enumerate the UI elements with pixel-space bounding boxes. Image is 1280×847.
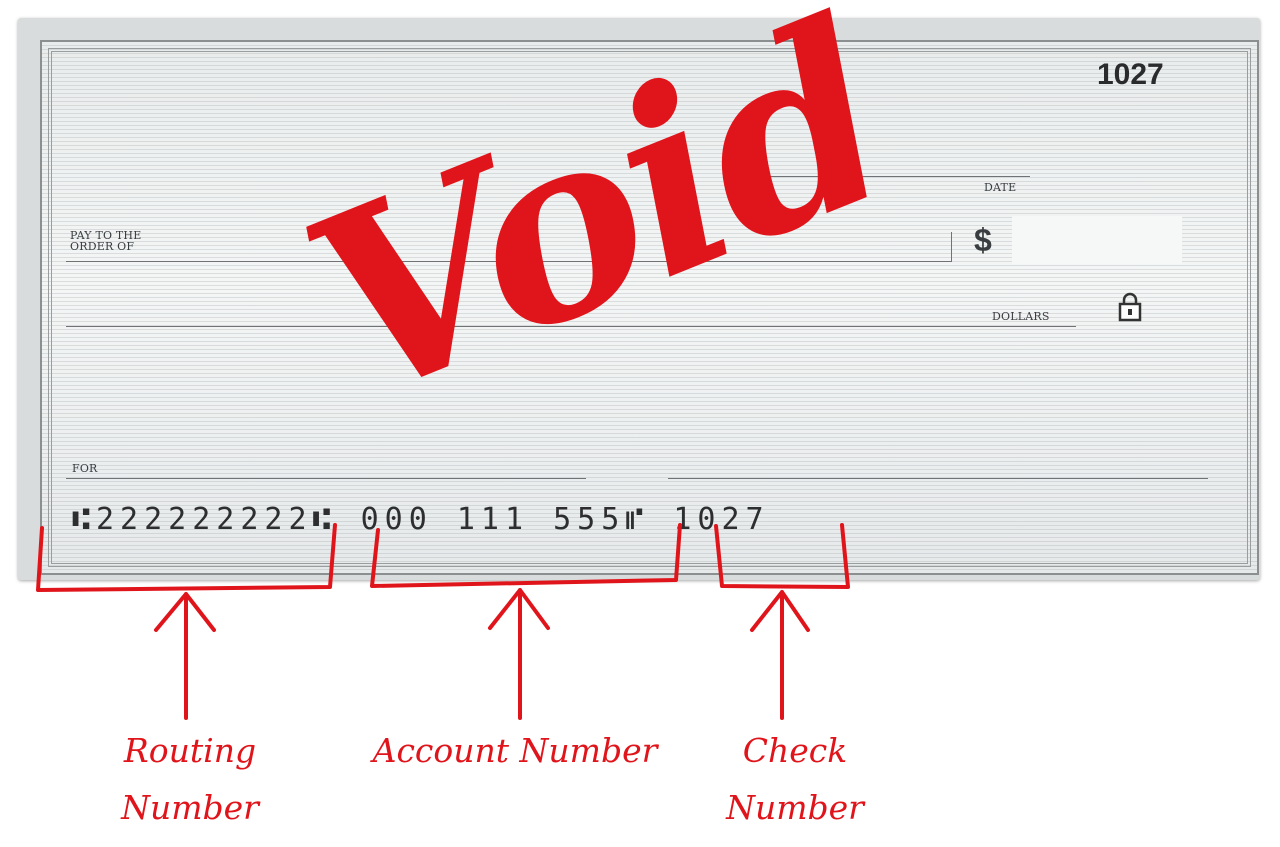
account-number-caption: Account Number [372, 731, 658, 770]
routing-bracket [36, 523, 337, 592]
check-face [40, 40, 1259, 575]
check [18, 18, 1260, 580]
check-number: 1027 [1097, 58, 1164, 91]
pay-to-label-line2: ORDER OF [70, 240, 135, 253]
memo-line [66, 478, 586, 479]
routing-caption-line1: Routing [123, 731, 257, 770]
check-number-caption: Check Number [690, 722, 900, 836]
routing-arrow [154, 592, 216, 720]
for-label: FOR [72, 462, 98, 475]
payee-line-tick [951, 232, 952, 262]
pay-to-label-line1: PAY TO THE [70, 229, 142, 242]
check-caption-line1: Check [742, 731, 848, 770]
micr-account: 000 111 555⑈ [360, 502, 650, 537]
date-line [740, 176, 1030, 177]
amount-words-line [66, 326, 1076, 327]
signature-line [668, 478, 1208, 479]
routing-number-caption: Routing Number [70, 722, 310, 836]
account-arrow [488, 588, 550, 720]
check-arrow [750, 590, 810, 720]
payee-line [66, 261, 952, 262]
dollar-sign: $ [974, 222, 992, 258]
micr-line: ⑆222222222⑆ 000 111 555⑈ 1027 [72, 502, 770, 537]
dollars-label: DOLLARS [992, 310, 1050, 323]
check-caption-line2: Number [726, 788, 864, 827]
check-bracket [714, 523, 850, 589]
account-bracket [370, 523, 682, 588]
amount-box [1012, 216, 1182, 264]
routing-caption-line2: Number [121, 788, 259, 827]
date-label: DATE [984, 181, 1017, 194]
micr-routing: ⑆222222222⑆ [72, 502, 337, 537]
lock-icon [1118, 292, 1142, 322]
